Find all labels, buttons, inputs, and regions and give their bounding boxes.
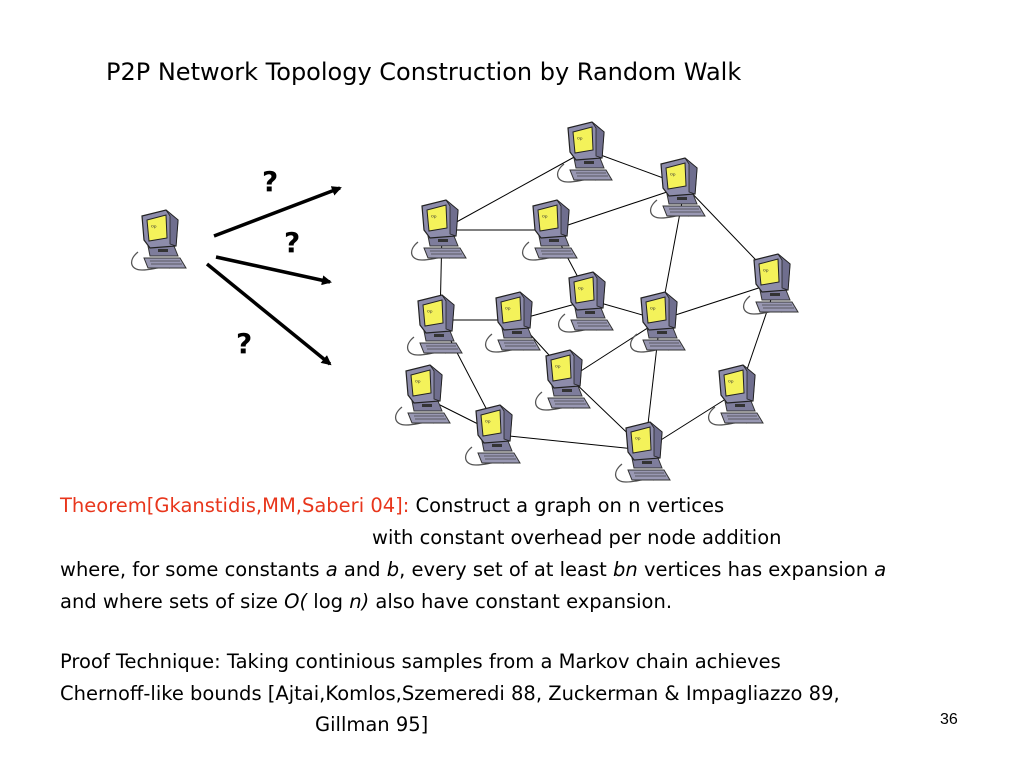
big-o: O(: [284, 590, 308, 613]
question-mark: ?: [262, 165, 279, 198]
theorem-label: Theorem[Gkanstidis,MM,Saberi 04]:: [60, 494, 410, 517]
theorem-line-4: and where sets of size O( log n) also ha…: [60, 590, 672, 613]
computer-icon: [556, 121, 613, 183]
computer-icon: [534, 349, 591, 411]
text-segment: , every set of at least: [399, 558, 613, 581]
text-segment: and where sets of size: [60, 590, 285, 613]
arrow-top: [213, 186, 342, 238]
variable-b: b: [386, 558, 400, 581]
computer-icon: [649, 157, 706, 219]
variable-a: a: [874, 558, 887, 581]
computer-icon: [394, 364, 451, 426]
arrow-middle: [215, 255, 332, 286]
computer-icon: [614, 421, 671, 483]
computer-icon: [464, 404, 521, 466]
theorem-line-1: Theorem[Gkanstidis,MM,Saberi 04]: Constr…: [60, 494, 724, 517]
slide-title: P2P Network Topology Construction by Ran…: [106, 58, 742, 86]
computer-icon: [629, 291, 686, 353]
text-segment: where, for some constants: [60, 558, 326, 581]
network-nodes: [394, 121, 799, 483]
new-peer-computer-icon: [130, 209, 187, 271]
arrow-bottom: [205, 262, 332, 366]
question-mark: ?: [236, 327, 253, 360]
computer-icon: [742, 253, 799, 315]
variable-bn: bn: [613, 558, 638, 581]
computer-icon: [406, 294, 463, 356]
theorem-line-2: with constant overhead per node addition: [372, 526, 782, 549]
text-segment: and: [337, 558, 387, 581]
slide-number: 36: [940, 711, 958, 728]
computer-icon: [707, 364, 764, 426]
proof-line-1: Proof Technique: Taking continious sampl…: [60, 650, 781, 673]
question-mark: ?: [284, 226, 301, 259]
text-segment: also have constant expansion.: [369, 590, 673, 613]
computer-icon: [557, 271, 614, 333]
computer-icon: [484, 291, 541, 353]
proof-line-2: Chernoff-like bounds [Ajtai,Komlos,Szeme…: [60, 682, 840, 705]
theorem-line-3: where, for some constants a and b, every…: [60, 558, 886, 581]
theorem-statement: Construct a graph on n vertices: [409, 494, 725, 517]
variable-a: a: [325, 558, 338, 581]
text-segment: vertices has expansion: [637, 558, 875, 581]
proof-line-3: Gillman 95]: [315, 713, 429, 736]
text-segment: log: [307, 590, 350, 613]
variable-n: n): [349, 590, 370, 613]
